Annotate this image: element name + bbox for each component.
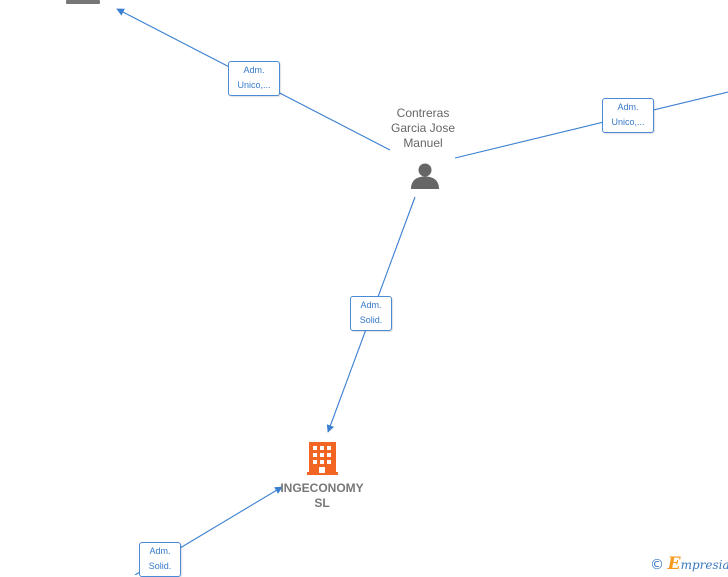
edge-label-line: Adm. bbox=[617, 102, 639, 112]
edge-label-line: Adm. bbox=[360, 300, 382, 310]
brand-name: mpresia bbox=[680, 558, 728, 572]
person-name-line: Garcia Jose bbox=[390, 121, 456, 135]
building-icon[interactable] bbox=[66, 0, 100, 4]
person-name-line: Manuel bbox=[403, 136, 443, 150]
brand-initial: E bbox=[667, 554, 681, 574]
edge-label-line: Unico,... bbox=[611, 117, 645, 127]
edge-label-adm-unico[interactable]: Adm. Unico,... bbox=[602, 98, 654, 133]
person-name-line: Contreras bbox=[396, 106, 450, 120]
person-node-label[interactable]: Contreras Garcia Jose Manuel bbox=[373, 106, 473, 151]
edge-label-line: Adm. bbox=[243, 65, 265, 75]
edge-person-to-right-company bbox=[454, 91, 728, 159]
building-icon[interactable] bbox=[307, 442, 338, 475]
copyright-icon: © bbox=[650, 557, 664, 573]
edge-label-line: Adm. bbox=[149, 546, 171, 556]
edge-label-adm-solid[interactable]: Adm. Solid. bbox=[139, 542, 181, 577]
empresia-watermark[interactable]: © Empresia bbox=[650, 554, 728, 574]
company-node-label[interactable]: INGECONOMY SL bbox=[262, 481, 382, 511]
edge-label-line: Solid. bbox=[359, 315, 383, 325]
company-name-line: INGECONOMY bbox=[280, 481, 364, 495]
edge-label-adm-solid[interactable]: Adm. Solid. bbox=[350, 296, 392, 331]
person-icon[interactable] bbox=[411, 163, 439, 190]
edge-label-line: Solid. bbox=[148, 561, 172, 571]
edge-label-line: Unico,... bbox=[237, 80, 271, 90]
company-name-line: SL bbox=[314, 496, 330, 510]
edge-label-adm-unico[interactable]: Adm. Unico,... bbox=[228, 61, 280, 96]
